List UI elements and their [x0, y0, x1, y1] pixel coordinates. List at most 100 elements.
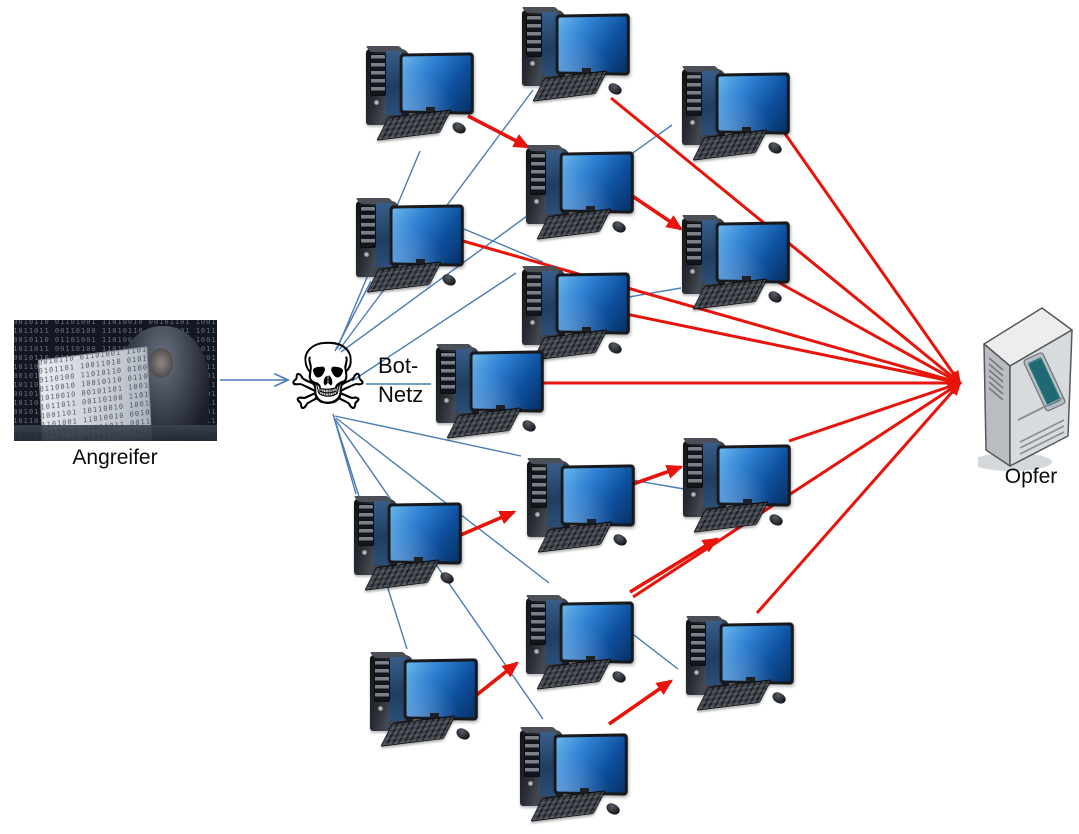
bot-computer-i [521, 456, 635, 553]
pc-monitor [559, 151, 634, 214]
pc-power-button [534, 199, 539, 204]
bot-computer-b [516, 5, 630, 102]
pc-monitor [555, 13, 630, 76]
botnet-link-bot-i-bot-j [625, 478, 685, 490]
attack-arrow-bot-a-bot-d [467, 114, 531, 149]
ddos-line-bot-g-to-victim [620, 311, 963, 387]
pc-screen [556, 736, 625, 793]
bot-computer-k [348, 494, 462, 591]
bot-computer-l [520, 593, 634, 690]
ddos-line-bot-e-to-victim [448, 235, 962, 386]
pc-side-panel [386, 51, 402, 115]
botnet-link-botnet-bot-d [340, 207, 539, 353]
pc-power-button [534, 649, 539, 654]
pc-mouse [606, 81, 624, 97]
pc-screen [722, 625, 791, 682]
pc-monitor [559, 601, 634, 664]
pc-side-panel [706, 621, 722, 685]
botnet-label-line1: Bot- [378, 353, 419, 378]
pc-side-panel [456, 349, 472, 413]
botnet-link-bot-d-bot-c [629, 124, 673, 156]
pc-mouse [440, 272, 458, 288]
pc-power-button [528, 781, 533, 786]
pc-screen [406, 661, 475, 718]
pc-power-button [535, 512, 540, 517]
bot-computer-n [364, 650, 478, 747]
pc-drive-bays [690, 624, 706, 666]
pc-side-panel [542, 12, 558, 76]
pc-power-button [690, 269, 695, 274]
pc-mouse [606, 340, 624, 356]
pc-screen [562, 154, 631, 211]
pc-power-button [362, 550, 367, 555]
pc-monitor [553, 733, 628, 796]
bot-computer-e [350, 196, 464, 293]
pc-mouse [766, 289, 784, 305]
ddos-line-bot-c-to-victim [772, 117, 962, 385]
ddos-line-bot-m-to-victim [755, 381, 962, 614]
skull-crossbones-icon: ☠ [286, 327, 370, 429]
pc-side-panel [376, 203, 392, 267]
pc-screen [558, 16, 627, 73]
pc-monitor [389, 204, 464, 267]
pc-drive-bays [531, 466, 547, 508]
ddos-line-bot-f-to-victim [775, 279, 962, 385]
pc-mouse [604, 801, 622, 817]
pc-screen [558, 275, 627, 332]
botnet-label-line2: Netz [378, 382, 424, 407]
pc-drive-bays [686, 74, 702, 116]
pc-monitor [469, 350, 544, 413]
pc-drive-bays [686, 223, 702, 265]
desk-edge [14, 425, 217, 441]
pc-mouse [766, 140, 784, 156]
pc-power-button [694, 670, 699, 675]
pc-screen [562, 604, 631, 661]
pc-monitor [715, 72, 790, 135]
pc-monitor [715, 221, 790, 284]
pc-monitor [555, 272, 630, 335]
pc-screen [718, 224, 787, 281]
botnet-label: Bot- Netz [378, 351, 423, 409]
pc-mouse [770, 690, 788, 706]
pc-power-button [378, 706, 383, 711]
pc-mouse [520, 418, 538, 434]
botnet-link-botnet-bot-e [334, 280, 372, 352]
pc-power-button [374, 100, 379, 105]
pc-screen [718, 75, 787, 132]
pc-monitor [560, 464, 635, 527]
pc-drive-bays [374, 660, 390, 702]
pc-mouse [610, 219, 628, 235]
pc-power-button [530, 61, 535, 66]
pc-monitor [403, 658, 478, 721]
pc-mouse [610, 669, 628, 685]
pc-side-panel [390, 657, 406, 721]
victim-server-icon [978, 307, 1073, 471]
pc-side-panel [374, 501, 390, 565]
pc-drive-bays [370, 54, 386, 96]
pc-side-panel [547, 463, 563, 527]
attack-arrow-bot-l-bot-j [629, 537, 720, 594]
pc-mouse [767, 512, 785, 528]
pc-mouse [450, 120, 468, 136]
bot-computer-g [516, 264, 630, 361]
botnet-link-bot-e-bot-g [451, 223, 544, 263]
pc-side-panel [702, 71, 718, 135]
pc-drive-bays [440, 352, 456, 394]
bot-computer-h [430, 342, 544, 439]
ddos-line-bot-l-to-victim [632, 381, 962, 599]
botnet-link-botnet-bot-i [334, 415, 522, 457]
hacker-photo: 10010110 01101001 11010010 00101101 1001… [14, 320, 217, 441]
victim-label: Opfer [1004, 465, 1058, 488]
pc-power-button [444, 398, 449, 403]
pc-drive-bays [526, 274, 542, 316]
pc-mouse [454, 726, 472, 742]
ddos-line-bot-j-to-victim [788, 381, 962, 443]
pc-side-panel [546, 150, 562, 214]
pc-screen [402, 55, 471, 112]
bot-computer-a [360, 44, 474, 141]
pc-drive-bays [358, 504, 374, 546]
pc-power-button [690, 120, 695, 125]
pc-monitor [716, 444, 791, 507]
pc-side-panel [546, 600, 562, 664]
